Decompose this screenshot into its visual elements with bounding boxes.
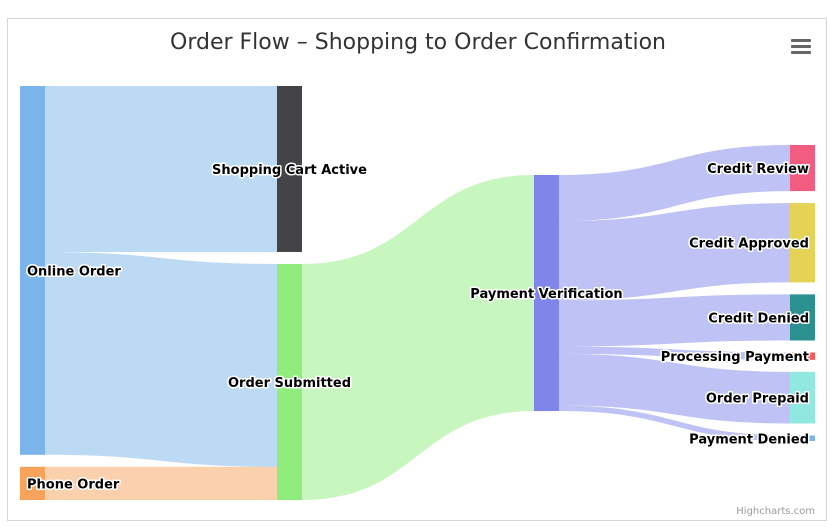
node-credit-approved[interactable]: [790, 203, 815, 283]
node-label-order-prepaid: Order Prepaid: [706, 392, 809, 407]
flow-link-payment-verification-to-processing-payment[interactable]: [559, 346, 790, 360]
node-credit-review[interactable]: [790, 144, 815, 192]
node-shopping-cart-active[interactable]: [277, 86, 302, 252]
flow-link-payment-verification-to-credit-denied[interactable]: [559, 294, 790, 347]
node-label-payment-verification: Payment Verification: [470, 287, 622, 302]
node-label-credit-denied: Credit Denied: [708, 311, 809, 326]
node-label-order-submitted: Order Submitted: [228, 376, 351, 391]
node-credit-denied[interactable]: [790, 294, 815, 341]
node-label-phone-order: Phone Order: [27, 477, 120, 492]
menu-icon[interactable]: [791, 39, 811, 54]
node-label-credit-approved: Credit Approved: [689, 237, 809, 252]
flow-link-order-submitted-to-payment-verification[interactable]: [302, 174, 534, 500]
node-payment-denied[interactable]: [790, 435, 815, 442]
node-processing-payment[interactable]: [790, 352, 815, 360]
node-payment-verification[interactable]: [534, 174, 559, 412]
flow-link-phone-order-to-order-submitted[interactable]: [45, 466, 277, 500]
flow-link-payment-verification-to-credit-review[interactable]: [559, 144, 790, 222]
flow-link-payment-verification-to-credit-approved[interactable]: [559, 203, 790, 301]
node-label-online-order: Online Order: [27, 264, 121, 279]
node-online-order[interactable]: [20, 86, 45, 455]
chart-title: Order Flow – Shopping to Order Confirmat…: [170, 30, 666, 55]
credits-link[interactable]: Highcharts.com: [736, 506, 815, 517]
node-phone-order[interactable]: [20, 466, 45, 500]
flow-link-online-order-to-order-submitted[interactable]: [45, 251, 277, 467]
nodes-layer: [20, 86, 815, 500]
flow-link-payment-verification-to-order-prepaid[interactable]: [559, 353, 790, 424]
node-order-submitted[interactable]: [277, 263, 302, 500]
node-label-credit-review: Credit Review: [707, 162, 809, 177]
flow-link-online-order-to-shopping-cart-active[interactable]: [45, 86, 277, 252]
node-order-prepaid[interactable]: [790, 371, 815, 424]
node-label-payment-denied: Payment Denied: [689, 432, 809, 447]
node-label-processing-payment: Processing Payment: [661, 350, 809, 365]
links-layer: [45, 86, 790, 500]
node-label-shopping-cart-active: Shopping Cart Active: [212, 163, 367, 178]
flow-link-payment-verification-to-payment-denied[interactable]: [559, 405, 790, 442]
